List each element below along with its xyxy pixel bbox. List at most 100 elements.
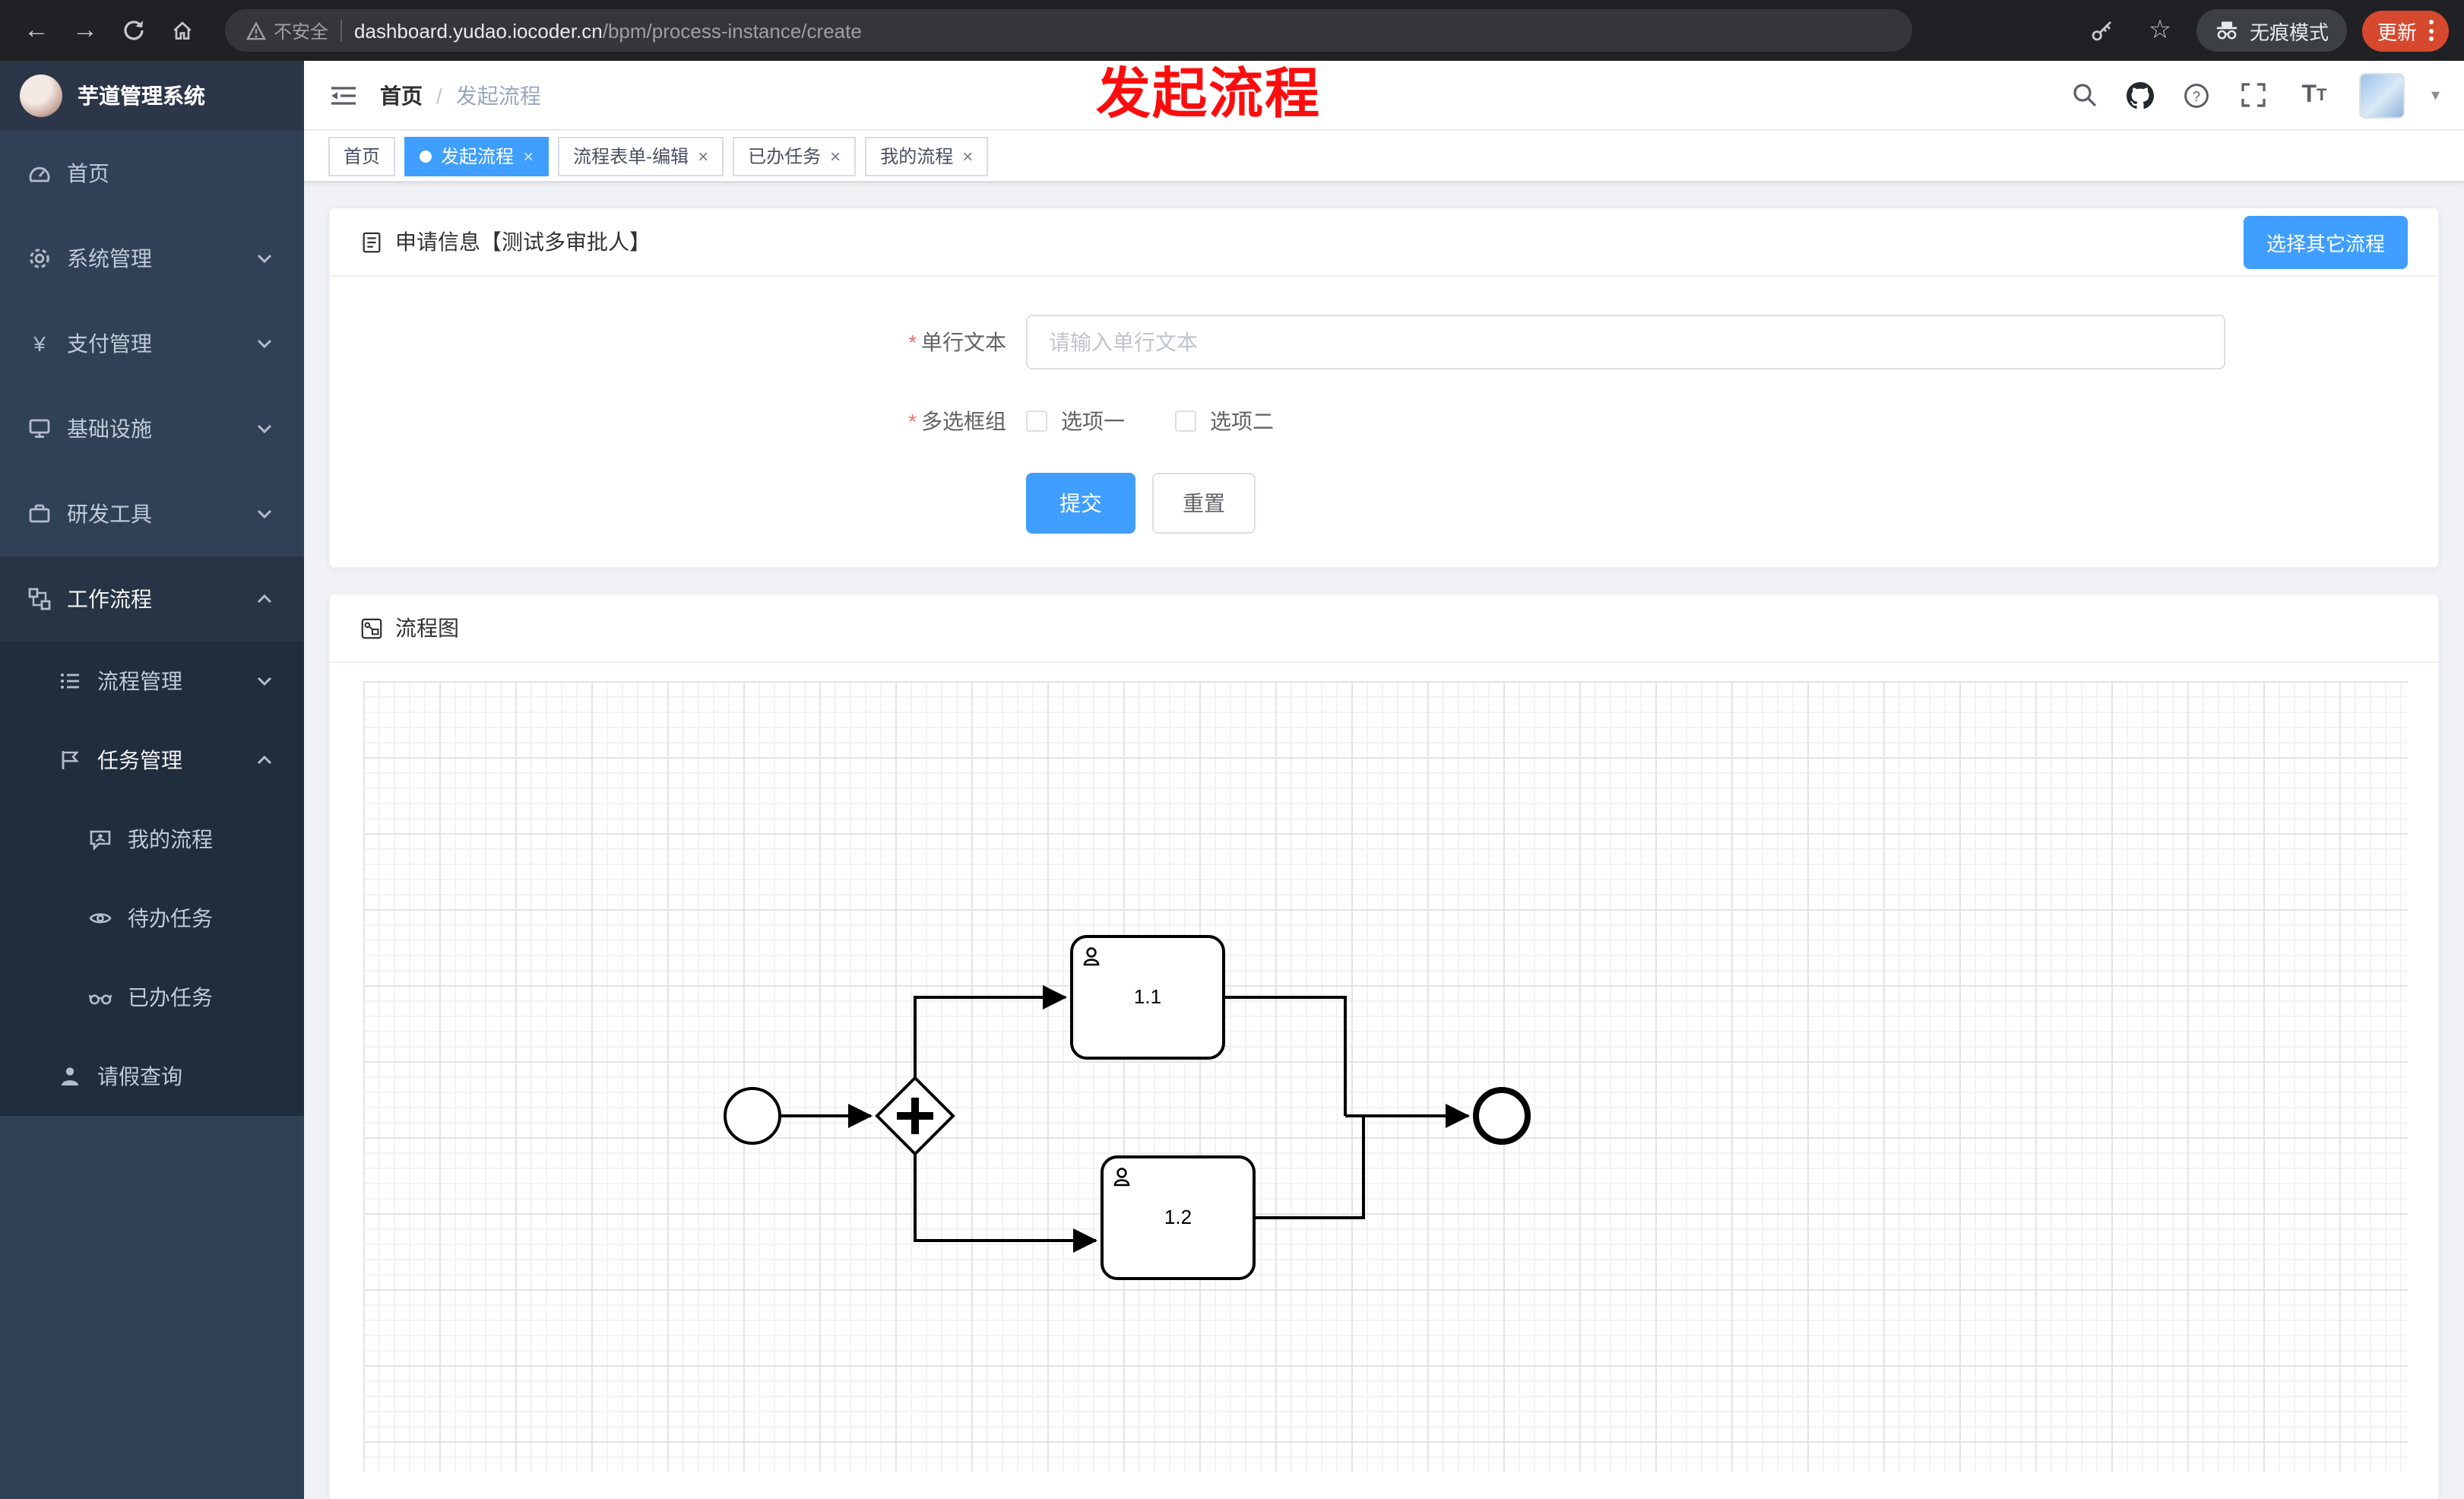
- user-avatar[interactable]: [2359, 72, 2405, 118]
- eye-icon: [89, 913, 112, 924]
- checkbox-box[interactable]: [1026, 410, 1047, 432]
- bpmn-task2-label: 1.2: [1164, 1206, 1192, 1228]
- tab-close-icon[interactable]: ×: [523, 145, 534, 166]
- tab-label: 首页: [344, 146, 381, 167]
- browser-update-button[interactable]: 更新: [2361, 10, 2449, 51]
- update-label: 更新: [2377, 21, 2417, 43]
- url-text[interactable]: dashboard.yudao.iocoder.cn/bpm/process-i…: [354, 19, 862, 42]
- browser-menu-kebab-icon[interactable]: [2429, 20, 2434, 41]
- single-line-text-input[interactable]: [1026, 315, 2225, 369]
- password-key-button[interactable]: [2081, 9, 2124, 52]
- chevron-up-icon: [257, 594, 272, 604]
- tab-my-process[interactable]: 我的流程 ×: [865, 136, 989, 176]
- incognito-label: 无痕模式: [2249, 21, 2329, 43]
- required-asterisk: *: [908, 409, 917, 433]
- list-icon: [61, 673, 79, 689]
- person-icon: [62, 1067, 78, 1085]
- form-card-header: 申请信息【测试多审批人】 选择其它流程: [330, 208, 2438, 277]
- sidebar-item-payment[interactable]: ¥ 支付管理: [0, 301, 304, 386]
- key-icon: [2092, 21, 2111, 41]
- chevron-down-icon: [257, 509, 272, 519]
- toolbox-icon: [29, 504, 50, 523]
- breadcrumb-home[interactable]: 首页: [380, 83, 423, 107]
- tab-close-icon[interactable]: ×: [830, 145, 841, 166]
- home-icon: [173, 21, 192, 40]
- app-logo-image: [20, 74, 62, 117]
- yen-icon: ¥: [33, 331, 46, 356]
- sidebar-item-my-process[interactable]: 我的流程: [0, 800, 304, 879]
- form-row-checkbox: *多选框组 选项一 选项二: [360, 406, 2408, 436]
- breadcrumb-current: 发起流程: [455, 83, 541, 107]
- workflow-submenu: 流程管理 任务管理 我的流程: [0, 642, 304, 1116]
- sidebar-item-devtools[interactable]: 研发工具: [0, 471, 304, 556]
- bpmn-end-event[interactable]: [1473, 1087, 1531, 1145]
- user-task-icon: [1083, 947, 1100, 966]
- tabs-bar: 首页 发起流程 × 流程表单-编辑 × 已办任务 × 我的流程 ×: [304, 131, 2464, 182]
- svg-text:?: ?: [2193, 88, 2201, 103]
- checkbox-box[interactable]: [1175, 410, 1196, 432]
- help-button[interactable]: ?: [2182, 80, 2212, 110]
- sidebar-item-label: 任务管理: [97, 748, 182, 772]
- address-bar[interactable]: 不安全 dashboard.yudao.iocoder.cn/bpm/proce…: [225, 9, 1912, 52]
- gear-icon: [30, 249, 49, 268]
- tab-process-form-edit[interactable]: 流程表单-编辑 ×: [558, 136, 724, 176]
- sidebar: 芋道管理系统 首页 系统管理 ¥ 支付管理: [0, 61, 304, 1499]
- bookmark-star-button[interactable]: ☆: [2148, 15, 2172, 44]
- sidebar-item-leave-query[interactable]: 请假查询: [0, 1037, 304, 1116]
- submit-button[interactable]: 提交: [1026, 473, 1135, 534]
- process-diagram-card: 流程图: [328, 593, 2440, 1499]
- tab-done-tasks[interactable]: 已办任务 ×: [733, 136, 857, 176]
- sidebar-item-process-management[interactable]: 流程管理: [0, 642, 304, 721]
- sidebar-item-system[interactable]: 系统管理: [0, 216, 304, 301]
- tab-home[interactable]: 首页: [328, 136, 396, 176]
- sidebar-item-workflow[interactable]: 工作流程: [0, 556, 304, 642]
- bpmn-canvas[interactable]: 1.1 1.2: [363, 681, 2408, 1472]
- bpmn-flow-task2-merge: [1254, 1116, 1365, 1219]
- user-menu-caret-icon[interactable]: ▾: [2431, 87, 2440, 105]
- browser-reload-button[interactable]: [112, 9, 155, 52]
- bpmn-flow-gateway-task1: [914, 985, 1067, 1078]
- not-secure-warning[interactable]: 不安全: [246, 17, 328, 43]
- form-row-text: *单行文本: [360, 315, 2408, 369]
- checkbox-option-2[interactable]: 选项二: [1175, 406, 1274, 436]
- form-card-title: 申请信息【测试多审批人】: [395, 230, 651, 254]
- browser-actions: ☆ 无痕模式 更新: [2081, 9, 2449, 52]
- sidebar-item-home[interactable]: 首页: [0, 131, 304, 216]
- sidebar-collapse-button[interactable]: [328, 80, 359, 110]
- workflow-icon: [28, 588, 51, 610]
- browser-forward-button[interactable]: →: [72, 15, 98, 44]
- reload-icon: [124, 21, 144, 40]
- app-logo[interactable]: 芋道管理系统: [0, 61, 304, 131]
- url-path: /bpm/process-instance/create: [602, 19, 862, 42]
- bpmn-diagram: 1.1 1.2: [724, 935, 1531, 1280]
- bpmn-start-event[interactable]: [724, 1087, 781, 1145]
- browser-home-button[interactable]: [161, 9, 204, 52]
- tab-close-icon[interactable]: ×: [698, 145, 709, 166]
- chevron-up-icon: [257, 755, 272, 765]
- browser-back-button[interactable]: ←: [24, 15, 49, 44]
- sidebar-item-task-management[interactable]: 任务管理: [0, 721, 304, 800]
- tab-label: 我的流程: [880, 146, 954, 167]
- sidebar-item-label: 首页: [67, 161, 109, 185]
- reset-button[interactable]: 重置: [1152, 473, 1256, 534]
- github-button[interactable]: [2126, 80, 2156, 110]
- sidebar-item-done-tasks[interactable]: 已办任务: [0, 958, 304, 1037]
- process-form: *单行文本 *多选框组 选项一 选项二: [330, 277, 2438, 567]
- not-secure-label: 不安全: [274, 21, 329, 42]
- content-area: 申请信息【测试多审批人】 选择其它流程 *单行文本 *多选框组 选项一: [304, 182, 2464, 1499]
- search-icon: [2073, 84, 2097, 107]
- sidebar-item-pending-tasks[interactable]: 待办任务: [0, 879, 304, 958]
- app-title: 芋道管理系统: [78, 84, 205, 108]
- tab-initiate-process[interactable]: 发起流程 ×: [404, 136, 549, 176]
- checkbox-field-label: *多选框组: [908, 409, 1006, 433]
- sidebar-item-infrastructure[interactable]: 基础设施: [0, 386, 304, 471]
- checkbox-option-1[interactable]: 选项一: [1026, 406, 1125, 436]
- tab-close-icon[interactable]: ×: [962, 145, 974, 166]
- select-other-process-button[interactable]: 选择其它流程: [2243, 215, 2408, 268]
- search-button[interactable]: [2070, 80, 2100, 110]
- fullscreen-button[interactable]: [2238, 80, 2269, 110]
- breadcrumb: 首页 / 发起流程: [380, 80, 541, 110]
- sidebar-item-label: 研发工具: [67, 502, 152, 526]
